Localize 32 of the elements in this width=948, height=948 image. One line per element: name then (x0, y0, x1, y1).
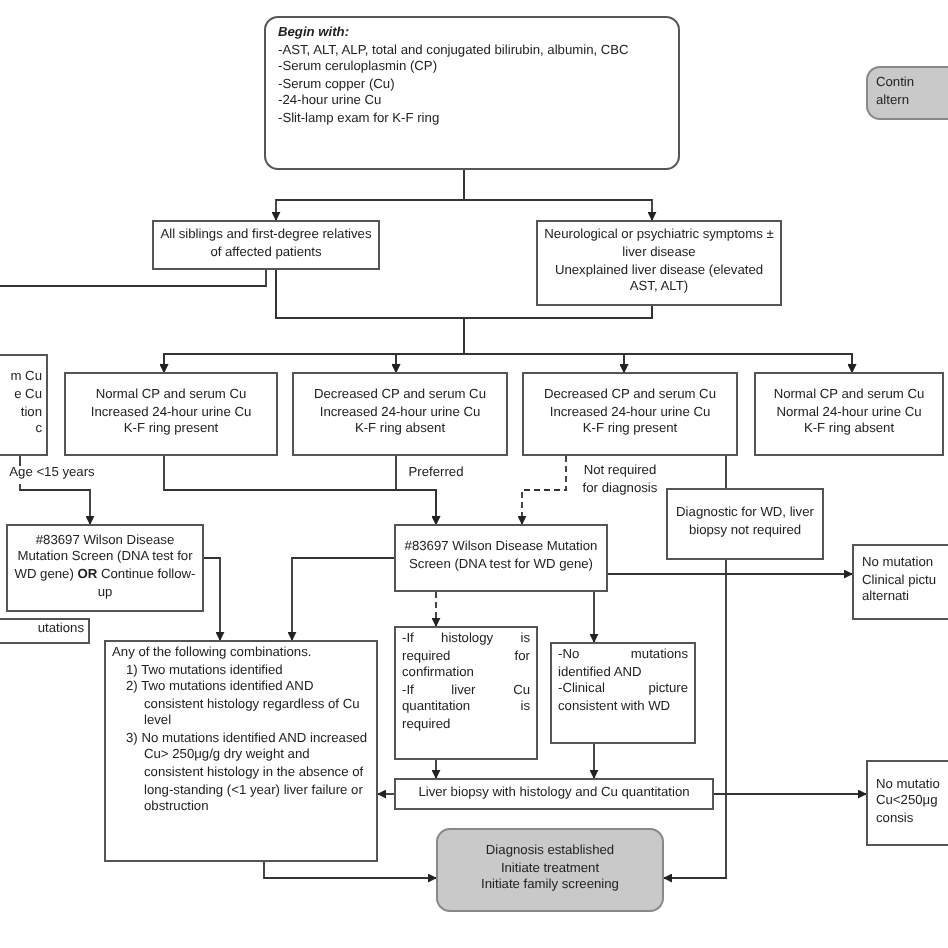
result-box (436, 828, 664, 912)
start-box (264, 16, 680, 170)
process-box (522, 372, 738, 456)
process-box (394, 626, 538, 760)
arrow (377, 789, 395, 799)
process-box (394, 524, 608, 592)
arrow (463, 169, 657, 221)
process-box (754, 372, 944, 456)
arrow (589, 743, 599, 779)
dashed-arrow (517, 455, 567, 525)
process-box (852, 544, 948, 620)
process-box (550, 642, 696, 744)
arrow (463, 305, 857, 373)
dashed-arrow (431, 591, 441, 627)
arrow (431, 759, 441, 779)
process-box (394, 778, 714, 810)
arrow (713, 789, 867, 799)
process-box (152, 220, 380, 270)
process-box (104, 640, 378, 862)
process-box (666, 488, 824, 560)
arrow (203, 557, 225, 641)
arrow (263, 861, 437, 883)
arrow (589, 591, 599, 643)
process-box (292, 372, 508, 456)
arrow (395, 455, 441, 525)
arrow (663, 559, 727, 883)
process-box (64, 372, 278, 456)
arrow (607, 569, 853, 579)
connector-line (0, 269, 267, 287)
arrow (287, 557, 395, 641)
process-box (536, 220, 782, 306)
connector-line (725, 455, 727, 489)
